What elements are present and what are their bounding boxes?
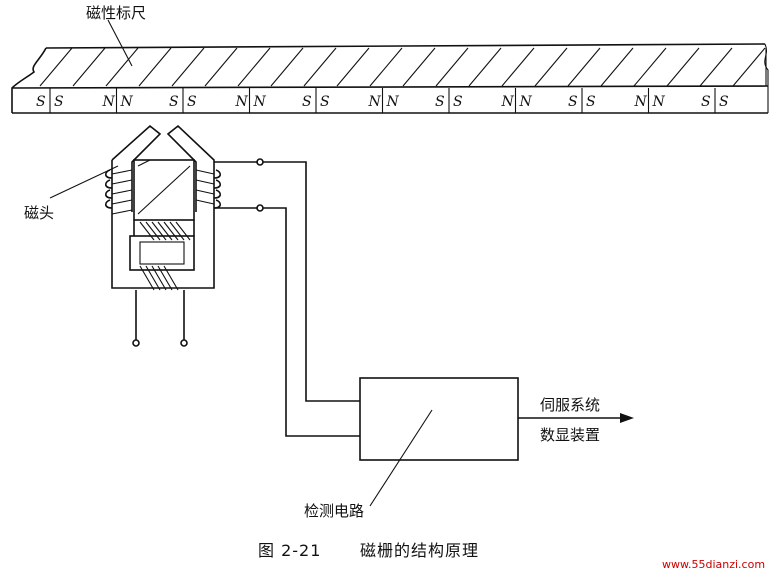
pole-label-n: N — [102, 94, 116, 110]
hatch-line — [732, 47, 766, 87]
hatch-line — [402, 47, 436, 87]
excitation-terminal-right — [180, 339, 188, 347]
pole-dividers — [49, 88, 716, 113]
pole-label-n: N — [634, 94, 648, 110]
pole-label-s: S — [586, 94, 596, 110]
center-lower-winding — [139, 265, 179, 291]
pole-label-s: S — [187, 94, 197, 110]
scale-label: 磁性标尺 — [86, 4, 146, 22]
right-winding — [195, 169, 222, 209]
hatch-line — [534, 47, 568, 87]
hatch-line — [567, 47, 601, 87]
scale-leader-line — [107, 19, 133, 67]
pole-label-n: N — [368, 94, 382, 110]
hatch-line — [105, 47, 139, 87]
pole-label-s: S — [320, 94, 330, 110]
circuit-leader-line — [369, 409, 433, 507]
pole-label-s: S — [453, 94, 463, 110]
head-label: 磁头 — [24, 204, 54, 222]
pole-label-n: N — [253, 94, 267, 110]
excitation-terminal-left — [132, 339, 140, 347]
hatch-line — [600, 47, 634, 87]
pole-label-n: N — [120, 94, 134, 110]
pole-label-n: N — [652, 94, 666, 110]
hatch-line — [666, 47, 700, 87]
pole-label-n: N — [501, 94, 515, 110]
pole-label-s: S — [36, 94, 46, 110]
pole-label-s: S — [435, 94, 445, 110]
left-winding — [104, 169, 133, 215]
hatch-line — [237, 47, 271, 87]
output-label-line2: 数显装置 — [540, 426, 600, 444]
hatch-line — [336, 47, 370, 87]
hatch-line — [138, 47, 172, 87]
pole-label-n: N — [235, 94, 249, 110]
pole-label-s: S — [701, 94, 711, 110]
figure-number: 图 2-21 — [258, 541, 321, 560]
watermark: www.55dianzi.com — [662, 558, 765, 571]
hatch-line — [39, 47, 73, 87]
hatch-line — [72, 47, 106, 87]
hatch-line — [270, 47, 304, 87]
pole-label-n: N — [519, 94, 533, 110]
hatch-line — [171, 47, 205, 87]
output-label-line1: 伺服系统 — [540, 396, 600, 414]
pole-label-s: S — [54, 94, 64, 110]
hatch-line — [633, 47, 667, 87]
pole-label-s: S — [302, 94, 312, 110]
hatch-line — [369, 47, 403, 87]
hatch-line — [468, 47, 502, 87]
figure-title: 磁栅的结构原理 — [360, 541, 479, 560]
hatch-line — [204, 47, 238, 87]
scale-hatching — [39, 47, 767, 87]
circuit-label: 检测电路 — [304, 502, 364, 520]
hatch-line — [435, 47, 469, 87]
hatch-line — [303, 47, 337, 87]
hatch-line — [501, 47, 535, 87]
output-arrow — [518, 413, 634, 423]
head-leader-line — [49, 165, 119, 199]
signal-wiring — [214, 158, 360, 437]
center-upper-winding — [133, 220, 195, 241]
magnetic-head — [104, 124, 222, 347]
pole-label-n: N — [386, 94, 400, 110]
detection-circuit-box — [359, 377, 519, 461]
pole-label-s: S — [169, 94, 179, 110]
pole-label-s: S — [568, 94, 578, 110]
hatch-line — [699, 47, 733, 87]
pole-label-s: S — [719, 94, 729, 110]
